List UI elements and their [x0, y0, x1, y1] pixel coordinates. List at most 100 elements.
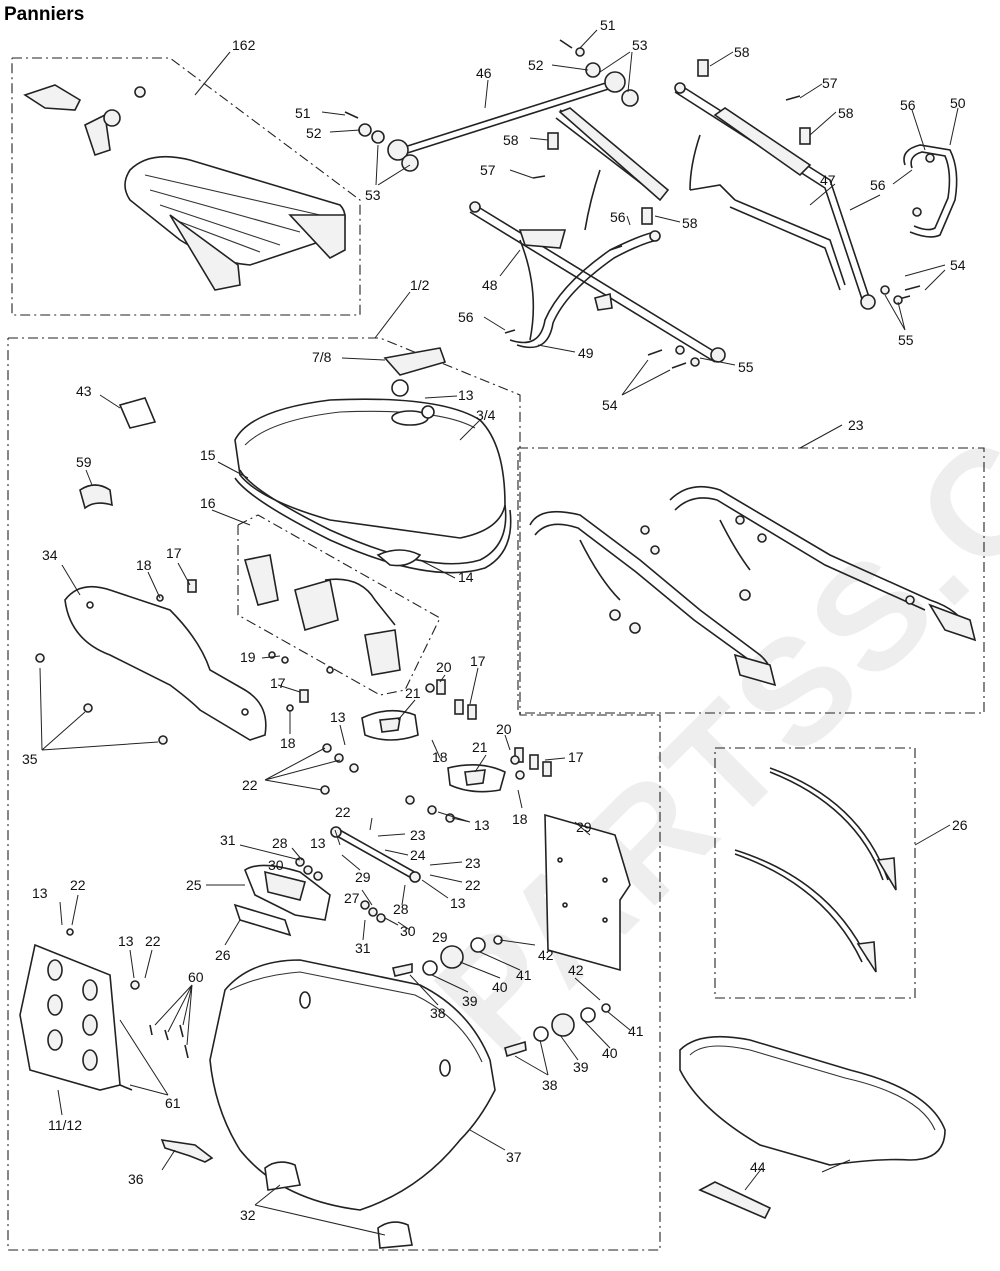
watermark-text: PARTSS.COM: [403, 223, 1000, 1083]
pannier-lid: [234, 347, 506, 539]
callout-25: 25: [186, 877, 202, 893]
callout-22-c: 22: [465, 877, 481, 893]
right-pannier-frame: [674, 82, 876, 310]
callout-47: 47: [820, 172, 836, 188]
callout-3-4: 3/4: [476, 407, 496, 423]
callout-49: 49: [578, 345, 594, 361]
callout-46: 46: [476, 65, 492, 81]
callout-18-c: 18: [432, 749, 448, 765]
callout-29-b: 29: [432, 929, 448, 945]
callout-51-left: 51: [295, 105, 311, 121]
callout-42-b: 42: [568, 962, 584, 978]
callout-39-a: 39: [462, 993, 478, 1009]
mounting-hardware: [392, 935, 611, 1058]
callout-14: 14: [458, 569, 474, 585]
small-fasteners: [504, 59, 921, 369]
stay-bar: [344, 39, 639, 172]
callout-7-8: 7/8: [312, 349, 332, 365]
luggage-rack: [23, 84, 346, 291]
callout-13-top-left: 13: [32, 885, 48, 901]
callout-56-d: 56: [458, 309, 474, 325]
callout-23-a: 23: [410, 827, 426, 843]
callout-52-left: 52: [306, 125, 322, 141]
callout-58-b: 58: [838, 105, 854, 121]
callout-30-b: 30: [400, 923, 416, 939]
misc-parts: [149, 1024, 946, 1249]
callout-20-a: 20: [436, 659, 452, 675]
callout-28-a: 28: [272, 835, 288, 851]
callout-28-b: 28: [393, 901, 409, 917]
straps: [734, 767, 897, 973]
group-border-16: [237, 514, 441, 696]
callout-22-b: 22: [335, 804, 351, 820]
callout-58-c: 58: [503, 132, 519, 148]
group-border-162: [11, 57, 361, 316]
callout-30-a: 30: [268, 857, 284, 873]
callout-27: 27: [344, 890, 360, 906]
callout-54-right: 54: [950, 257, 966, 273]
callout-43: 43: [76, 383, 92, 399]
latches: [187, 579, 552, 793]
callout-13-c: 13: [310, 835, 326, 851]
callout-55-lower: 55: [738, 359, 754, 375]
callout-13-top: 13: [458, 387, 474, 403]
group-border-61: [714, 747, 916, 999]
callout-11-12: 29: [576, 819, 592, 835]
callout-9-10: 11/12: [48, 1117, 82, 1133]
callout-13-d: 13: [450, 895, 466, 911]
callout-32: 61: [165, 1095, 181, 1111]
backplate: [544, 813, 631, 972]
callout-21-b: 21: [472, 739, 488, 755]
callout-17-d: 17: [568, 749, 584, 765]
left-pannier-frame: [469, 107, 726, 363]
callout-61: 26: [952, 817, 968, 833]
callout-13-a: 13: [330, 709, 346, 725]
callout-36: 32: [240, 1207, 256, 1223]
callout-53-left: 53: [365, 187, 381, 203]
callout-13-b: 13: [474, 817, 490, 833]
callout-162: 162: [232, 37, 256, 53]
callout-31-a: 31: [220, 832, 236, 848]
grab-handle: [903, 144, 958, 238]
callout-57-b: 57: [480, 162, 496, 178]
callout-53-top: 53: [632, 37, 648, 53]
callout-51-top: 51: [600, 17, 616, 33]
callout-17-b: 17: [470, 653, 486, 669]
leader-lines: [39, 29, 959, 1236]
callout-16: 16: [200, 495, 216, 511]
callout-40-b: 40: [602, 1045, 618, 1061]
callout-41-b: 41: [628, 1023, 644, 1039]
callout-58-a: 58: [734, 44, 750, 60]
lid-seal: [234, 469, 512, 574]
callout-57-a: 57: [822, 75, 838, 91]
callout-56-c: 56: [610, 209, 626, 225]
callout-60: 23: [848, 417, 864, 433]
callout-22-d: 22: [145, 933, 161, 949]
callout-26: 26: [215, 947, 231, 963]
heat-shield: [64, 585, 267, 741]
callout-5-6: 37: [506, 1149, 522, 1165]
callout-56-b: 56: [870, 177, 886, 193]
callout-1-2: 1/2: [410, 277, 430, 293]
callout-41-a: 41: [516, 967, 532, 983]
group-border-60: [517, 447, 985, 714]
callout-17-a: 17: [166, 545, 182, 561]
callout-23-b: 23: [465, 855, 481, 871]
callout-22-a: 22: [242, 777, 258, 793]
callout-21-a: 21: [405, 685, 421, 701]
callout-38-a: 38: [430, 1005, 446, 1021]
callout-17-c: 17: [270, 675, 286, 691]
callout-50: 50: [950, 95, 966, 111]
callout-15: 15: [200, 447, 216, 463]
callout-18-b: 18: [280, 735, 296, 751]
callout-58-d: 58: [682, 215, 698, 231]
callout-48: 48: [482, 277, 498, 293]
callout-22-top-left: 22: [70, 877, 86, 893]
callout-20-b: 20: [496, 721, 512, 737]
label-and-clip: [79, 397, 157, 510]
callout-55-right: 55: [898, 332, 914, 348]
callout-52-top: 52: [528, 57, 544, 73]
callout-18-d: 18: [512, 811, 528, 827]
callouts: 162 51 52 53 46 58 57 56 50 51 58 52 58 …: [22, 17, 968, 1223]
